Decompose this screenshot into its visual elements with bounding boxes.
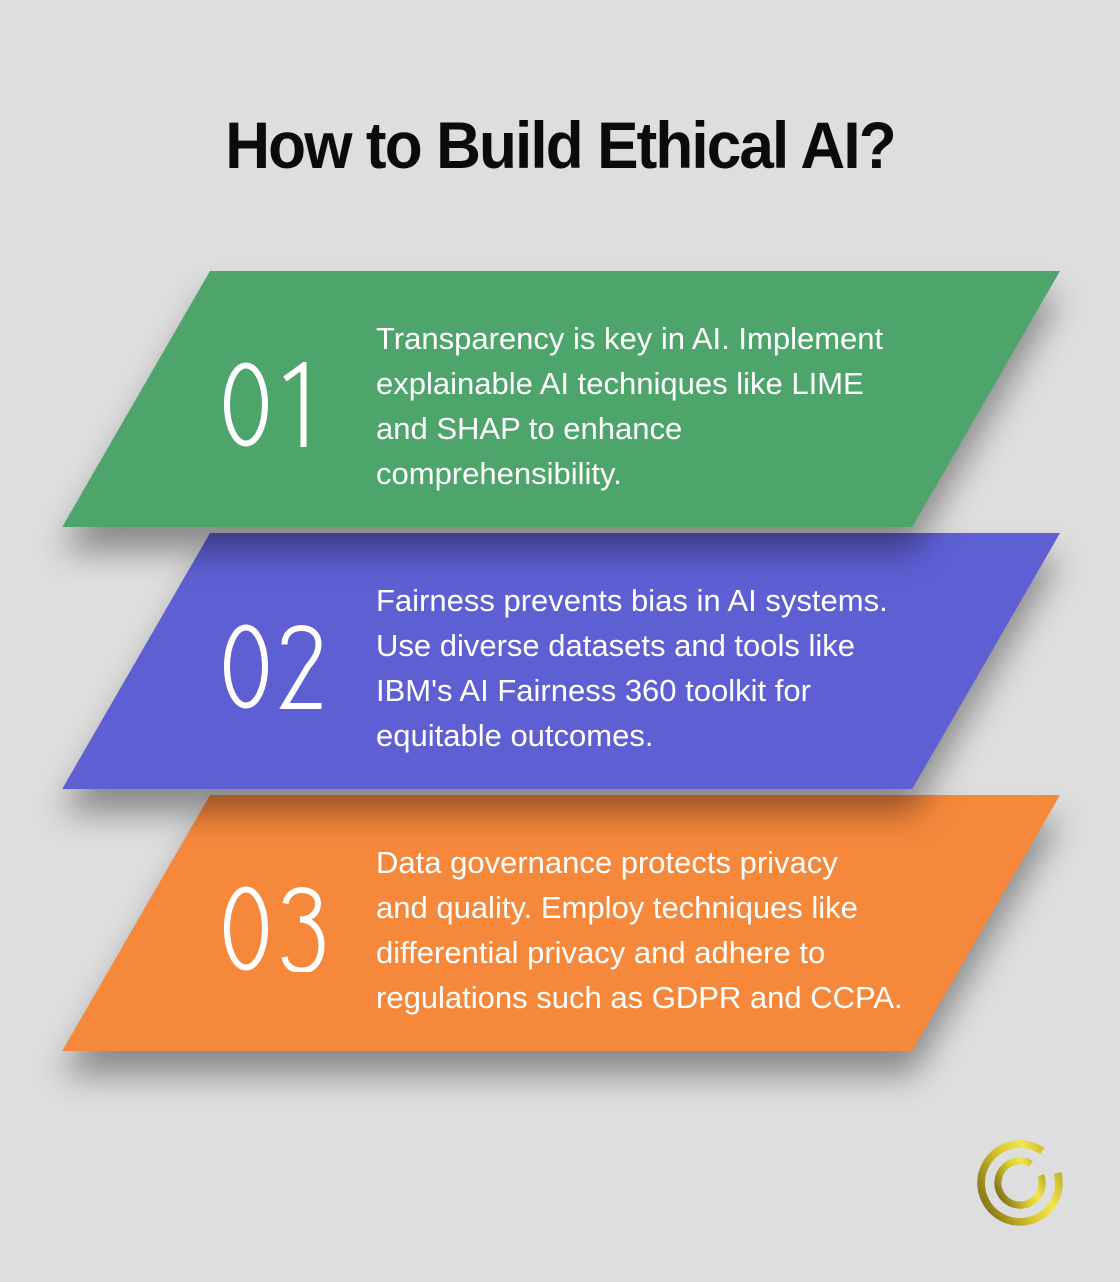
step-number-3	[224, 886, 328, 974]
step-banner-2: Fairness prevents bias in AI systems. Us…	[62, 533, 1061, 789]
step-text-3: Data governance protects privacy and qua…	[376, 845, 903, 1015]
page-title: How to Build Ethical AI?	[225, 108, 896, 182]
step-number-2	[224, 624, 328, 710]
step-banner-3: Data governance protects privacy and qua…	[62, 795, 1061, 1051]
step-text-2: Fairness prevents bias in AI systems. Us…	[376, 583, 888, 753]
step-content-3: Data governance protects privacy and qua…	[210, 795, 1060, 1051]
gold-q-monogram-icon	[977, 1140, 1063, 1226]
brand-logo	[972, 1135, 1068, 1231]
step-text-1: Transparency is key in AI. Implement exp…	[376, 321, 884, 491]
step-banner-1: Transparency is key in AI. Implement exp…	[62, 271, 1061, 527]
step-number-1	[224, 359, 328, 448]
step-content-1: Transparency is key in AI. Implement exp…	[210, 271, 1060, 527]
step-content-2: Fairness prevents bias in AI systems. Us…	[210, 533, 1060, 789]
